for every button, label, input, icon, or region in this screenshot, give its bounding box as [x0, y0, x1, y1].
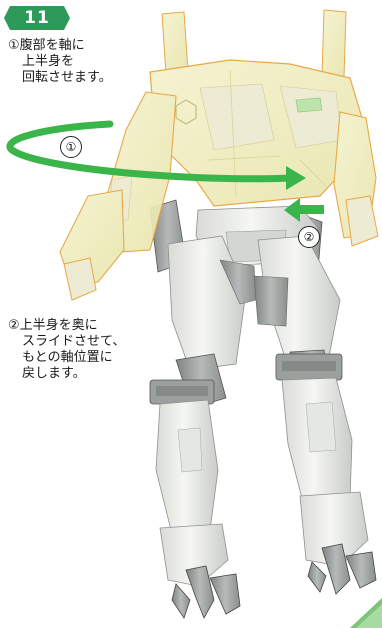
instruction-2-line-1: ②上半身を奥に [8, 318, 98, 333]
lower-body [149, 199, 377, 619]
instruction-2-line-4: 戻します。 [22, 366, 86, 381]
rotate-callout: ① [60, 136, 82, 158]
instruction-2-line-2: スライドさせて、 [22, 334, 126, 349]
slide-callout: ② [298, 226, 320, 248]
instruction-1-line-2: 上半身を [22, 54, 75, 69]
instruction-1-line-3: 回転させます。 [22, 70, 112, 85]
step-number-badge: 11 [4, 6, 70, 30]
instruction-1-line-1: ①腹部を軸に [8, 38, 85, 53]
instruction-2: ②上半身を奥に スライドさせて、 もとの軸位置に 戻します。 [8, 318, 125, 382]
rotation-arrow-icon [6, 120, 306, 190]
instruction-2-line-3: もとの軸位置に [22, 350, 113, 365]
instruction-1: ①腹部を軸に 上半身を 回転させます。 [8, 38, 112, 86]
step-number: 11 [24, 8, 50, 28]
slide-arrow-icon [284, 198, 324, 222]
